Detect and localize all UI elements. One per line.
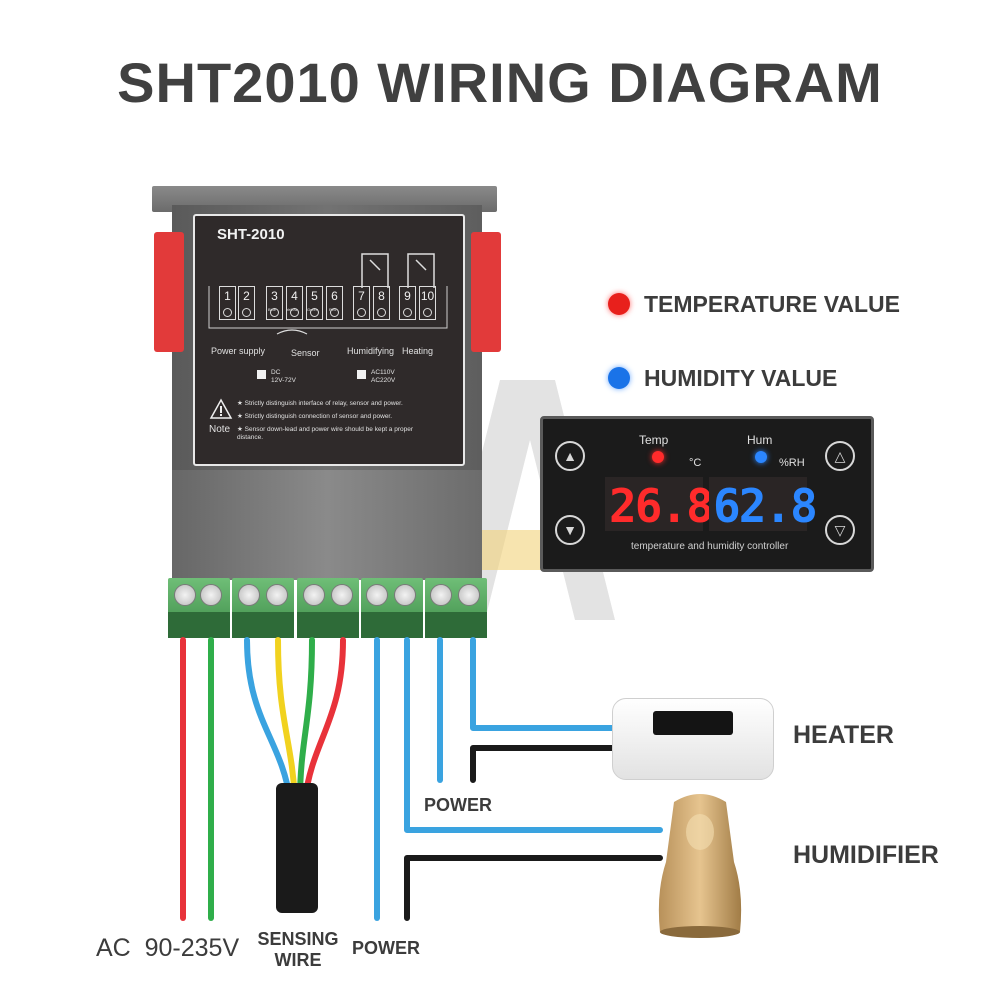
- screw-icon: [331, 584, 353, 606]
- temperature-legend-dot: [608, 293, 630, 315]
- terminal-4: 4: [286, 286, 303, 320]
- temp-label: Temp: [639, 433, 669, 447]
- screw-icon: [458, 584, 480, 606]
- humidifier-wire-black: [404, 855, 663, 921]
- hum-readout: 62.8: [713, 479, 818, 533]
- diagram-title: SHT2010 WIRING DIAGRAM: [117, 51, 883, 114]
- up-menu-button[interactable]: ▲: [555, 441, 585, 471]
- terminal-2: 2: [238, 286, 255, 320]
- wire-color-blue: Blue: [268, 307, 277, 312]
- note-label: Note: [209, 424, 231, 435]
- display-caption: temperature and humidity controller: [631, 541, 789, 552]
- sensing-cable-jacket: [276, 783, 318, 913]
- hum-indicator-led: [755, 451, 767, 463]
- humidifier-device: [658, 794, 742, 938]
- sensor-wire-red: [302, 637, 346, 803]
- model-name: SHT-2010: [217, 226, 285, 243]
- wire-color-yellow: Yellow: [286, 307, 298, 312]
- label-heating: Heating: [402, 346, 434, 356]
- wire-color-red: Red: [329, 307, 337, 312]
- note-2: ★ Strictly distinguish connection of sen…: [237, 413, 393, 420]
- terminal-frame: [208, 286, 448, 335]
- heater-device: [612, 698, 774, 780]
- label-humidifying: Humidifying: [347, 346, 395, 356]
- sensor-wire-yellow: [275, 637, 298, 803]
- relay-symbols: [361, 253, 435, 288]
- controller-lower-housing: [172, 470, 482, 580]
- screw-icon: [200, 584, 222, 606]
- temp-unit: °C: [689, 457, 702, 469]
- terminal-5: 5: [306, 286, 323, 320]
- heater-label: HEATER: [793, 721, 894, 749]
- note-3: ★ Sensor down-lead and power wire should…: [237, 426, 414, 441]
- bottom-power-label: POWER: [352, 938, 421, 958]
- humidity-legend-dot: [608, 367, 630, 389]
- temperature-legend-label: TEMPERATURE VALUE: [644, 291, 900, 317]
- dc-checkbox-mark: [257, 370, 266, 379]
- terminal-7: 7: [353, 286, 370, 320]
- warning-icon: [209, 398, 233, 419]
- screw-icon: [303, 584, 325, 606]
- hum-readout-box: 62.8: [709, 477, 818, 533]
- label-sensor: Sensor: [291, 348, 320, 358]
- terminal-8: 8: [373, 286, 390, 320]
- down-menu-button[interactable]: ▼: [555, 515, 585, 545]
- terminal-3: 3: [266, 286, 283, 320]
- heater-wire-black: [470, 745, 617, 783]
- screw-icon: [238, 584, 260, 606]
- up-arrow-button[interactable]: △: [825, 441, 855, 471]
- down-arrow-button[interactable]: ▽: [825, 515, 855, 545]
- humidity-legend-label: HUMIDITY VALUE: [644, 365, 838, 391]
- heater-screen: [653, 711, 733, 735]
- terminal-1: 1: [219, 286, 236, 320]
- screw-icon: [266, 584, 288, 606]
- right-mounting-clip: [471, 232, 501, 352]
- ac-voltage-label: AC 90-235V: [96, 934, 240, 962]
- ac-voltage-label: AC110V AC220V: [371, 369, 396, 384]
- screw-icon: [430, 584, 452, 606]
- terminal-6: 6: [326, 286, 343, 320]
- temp-readout-box: 26.8: [605, 477, 714, 533]
- hum-unit: %RH: [779, 457, 805, 469]
- wire-color-green: Green: [307, 307, 319, 312]
- screw-icon: [366, 584, 388, 606]
- heater-wire-blue: [470, 637, 617, 731]
- ac-checkbox-mark: [357, 370, 366, 379]
- temp-readout: 26.8: [609, 479, 714, 533]
- dc-voltage-label: DC 12V-72V: [271, 369, 296, 384]
- controller-display: ▲ ▼ △ ▽ Temp °C Hum %RH 26.8 62.8 temper…: [540, 416, 874, 572]
- sensor-wire-green: [297, 637, 315, 803]
- terminal-10: 10: [419, 286, 436, 320]
- temp-indicator-led: [652, 451, 664, 463]
- sensing-wire-label: SENSING WIRE: [257, 929, 339, 970]
- humidifier-label: HUMIDIFIER: [793, 841, 939, 869]
- hum-label: Hum: [747, 433, 773, 447]
- note-1: ★ Strictly distinguish interface of rela…: [237, 400, 403, 407]
- left-mounting-clip: [154, 232, 184, 352]
- mid-power-label: POWER: [424, 795, 493, 815]
- label-power-supply: Power supply: [211, 346, 266, 356]
- terminal-9: 9: [399, 286, 416, 320]
- screw-icon: [394, 584, 416, 606]
- screw-icon: [174, 584, 196, 606]
- controller-label-panel: SHT-2010 1 2 3 4 5 6 7 8 9 10 Blue Yello…: [193, 214, 465, 466]
- sensor-wire-blue: [244, 637, 293, 803]
- humidifier-wire-blue: [404, 637, 663, 833]
